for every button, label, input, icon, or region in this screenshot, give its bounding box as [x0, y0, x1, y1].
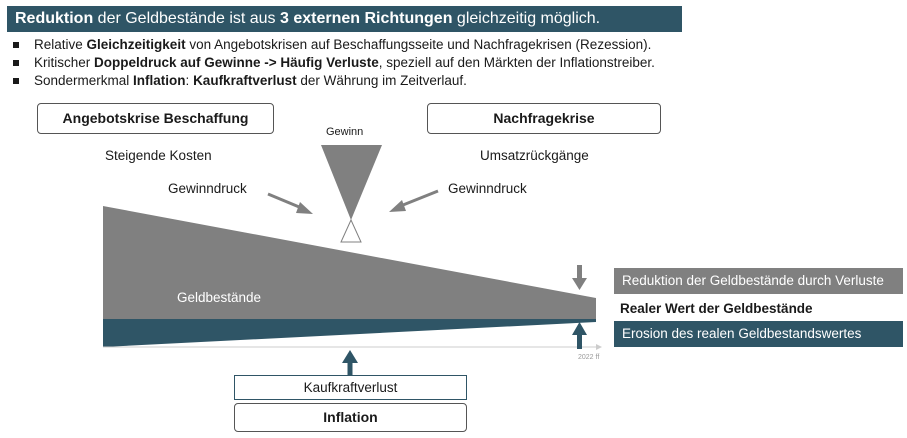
bullet-list: Relative Gleichzeitigkeit von Angebotskr…	[8, 36, 655, 90]
inflation-box: Inflation	[234, 403, 467, 432]
inflation-arrow-head	[342, 350, 358, 363]
bullet-2-pre: Kritischer	[34, 55, 95, 70]
reduktion-arrow-head	[572, 278, 587, 290]
gewinndruck-right-arrowhead	[389, 200, 406, 212]
gewinndruck-left-label: Gewinndruck	[168, 181, 247, 196]
erosion-arrow-shaft	[577, 335, 582, 349]
legend-erosion: Erosion des realen Geldbestandswertes	[614, 321, 903, 347]
title-bar: Reduktion der Geldbestände ist aus 3 ext…	[7, 6, 682, 32]
legend-realer-wert: Realer Wert der Geldbestände	[620, 301, 813, 316]
angebotskrise-label: Angebotskrise Beschaffung	[62, 110, 249, 126]
gewinn-label: Gewinn	[326, 126, 364, 138]
bullet-2-bold: Doppeldruck auf Gewinne -> Häufig Verlus…	[94, 55, 379, 70]
legend-reduktion: Reduktion der Geldbestände durch Verlust…	[614, 268, 903, 294]
reduktion-arrow-shaft	[577, 265, 582, 278]
title-bold-1: Reduktion	[15, 10, 94, 27]
gewinndruck-left-arrow-line	[267, 192, 305, 211]
kaufkraftverlust-box: Kaufkraftverlust	[234, 375, 467, 400]
time-axis-arrowhead	[596, 344, 602, 350]
time-axis-label: 2022 ff	[578, 354, 600, 361]
bullet-3-bold: Inflation	[133, 73, 186, 88]
bullet-1-bold: Gleichzeitigkeit	[86, 37, 186, 52]
steigende-kosten-label: Steigende Kosten	[105, 148, 212, 163]
inflation-arrow-shaft	[347, 363, 353, 376]
bullet-2-post: , speziell auf den Märkten der Inflation…	[378, 55, 655, 70]
bullet-3-bold2: Kaufkraftverlust	[193, 73, 297, 88]
bullet-3-pre: Sondermerkmal	[34, 73, 134, 88]
bullet-1-post: von Angebotskrisen auf Beschaffungsseite…	[185, 37, 652, 52]
gewinndruck-right-label: Gewinndruck	[448, 181, 527, 196]
bullet-item-3: Sondermerkmal Inflation: Kaufkraftverlus…	[8, 72, 655, 90]
erosion-arrow-head	[572, 322, 587, 335]
gewinndruck-left-arrowhead	[296, 202, 313, 214]
bullet-3-post: der Währung im Zeitverlauf.	[296, 73, 467, 88]
angebotskrise-box: Angebotskrise Beschaffung	[37, 103, 274, 134]
kaufkraftverlust-label: Kaufkraftverlust	[303, 380, 398, 395]
inflation-label: Inflation	[323, 409, 378, 425]
erosion-wedge	[103, 319, 596, 347]
bullet-1-pre: Relative	[34, 37, 87, 52]
gewinn-funnel-tip	[340, 218, 362, 243]
bullet-item-1: Relative Gleichzeitigkeit von Angebotskr…	[8, 36, 655, 54]
geldbestaende-wedge	[103, 206, 596, 319]
title-bold-2: 3 externen Richtungen	[280, 10, 453, 27]
geldbestaende-label: Geldbestände	[177, 290, 262, 305]
bullet-item-2: Kritischer Doppeldruck auf Gewinne -> Hä…	[8, 54, 655, 72]
bullet-3-mid: :	[185, 73, 194, 88]
nachfragekrise-box: Nachfragekrise	[427, 103, 661, 134]
title-text-2: gleichzeitig möglich.	[452, 10, 601, 27]
title-text-1: der Geldbestände ist aus	[93, 10, 280, 27]
nachfragekrise-label: Nachfragekrise	[493, 110, 595, 126]
gewinn-funnel	[321, 145, 382, 220]
umsatzrueckgaenge-label: Umsatzrückgänge	[480, 148, 589, 163]
gewinndruck-right-arrow-line	[397, 189, 439, 209]
